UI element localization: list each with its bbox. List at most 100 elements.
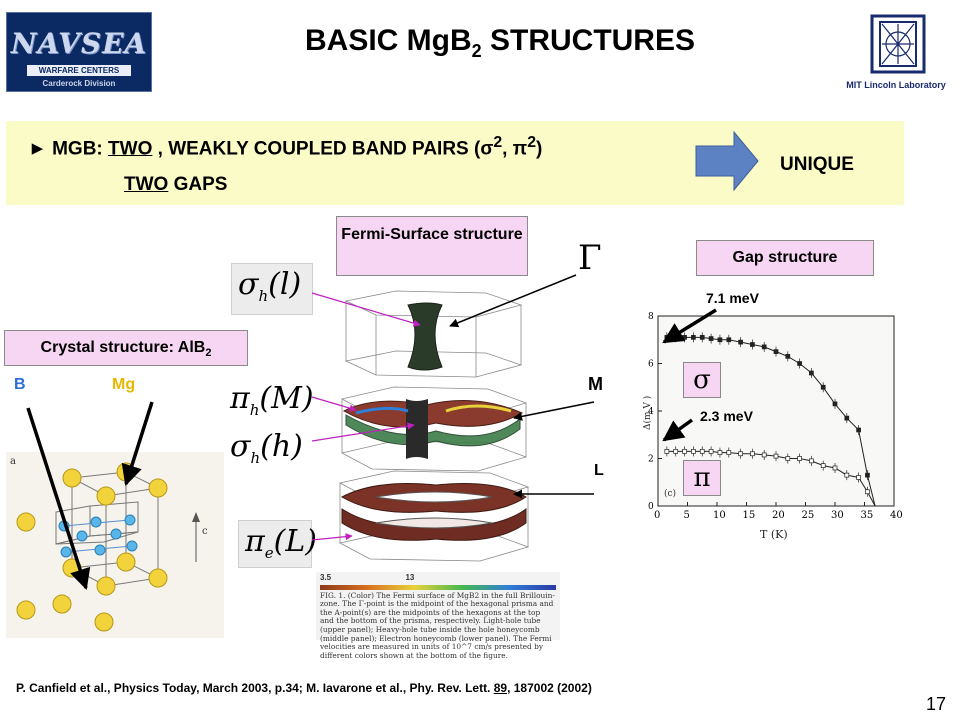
title-subscript: 2 [471, 41, 482, 61]
x-tick-label: 40 [890, 510, 903, 521]
data-point [844, 472, 850, 478]
colorbar-max: 13 [405, 573, 415, 582]
data-point [717, 337, 723, 343]
pi-l-equation: πe(L) [238, 520, 317, 568]
gap-structure-label: Gap structure [696, 240, 874, 276]
logo-word: NAVSEA [10, 27, 148, 60]
y-tick-label: 4 [648, 407, 654, 417]
line1-underlined: TWO [108, 138, 153, 160]
data-point [738, 339, 743, 345]
data-point [761, 452, 767, 458]
eq-argument: (l) [268, 267, 302, 302]
pi-m-equation: πh(M) [224, 378, 314, 422]
x-tick-label: 20 [772, 510, 785, 521]
data-point [691, 449, 696, 454]
line1-text-2: , π [502, 138, 528, 160]
x-tick-label: 0 [654, 510, 660, 521]
line2-text: GAPS [168, 174, 228, 195]
sigma-l-equation: σh(l) [231, 263, 313, 315]
unique-label: UNIQUE [780, 154, 854, 175]
data-point [797, 361, 802, 366]
data-point [785, 354, 791, 359]
data-point [664, 335, 670, 340]
data-point [773, 349, 779, 354]
eq-argument: (h) [260, 429, 303, 464]
data-point [809, 370, 814, 376]
line1-prefix: ► MGB: [28, 138, 109, 160]
y-tick-label: 6 [648, 360, 654, 370]
data-point [832, 401, 838, 407]
fermi-surface-label: Fermi-Surface structure [336, 216, 528, 276]
x-tick-label: 15 [743, 510, 756, 521]
data-point [664, 449, 670, 454]
line1-sup-1: 2 [493, 134, 503, 151]
caption-text: FIG. 1. (Color) The Fermi surface of MgB… [320, 590, 555, 660]
sigma-h-equation: σh(h) [224, 426, 312, 470]
eq-subscript: h [250, 449, 261, 467]
citation-volume: 89 [493, 681, 508, 695]
crystal-label-sub: 2 [205, 347, 212, 360]
citation-text: P. Canfield et al., Physics Today, March… [16, 681, 494, 695]
pi-band-label: π [683, 460, 721, 496]
line2-underlined: TWO [124, 174, 169, 195]
data-point [738, 451, 743, 457]
x-tick-label: 30 [831, 510, 844, 521]
data-point [708, 449, 714, 454]
line1-sup-2: 2 [527, 134, 537, 151]
data-point [682, 449, 687, 454]
eq-subscript: h [258, 287, 269, 305]
data-point [708, 336, 714, 341]
x-tick-label: 5 [684, 510, 690, 521]
right-arrow-icon [695, 130, 759, 192]
eq-argument: (L) [273, 524, 317, 559]
boron-label: B [14, 376, 26, 393]
y-tick-label: 0 [648, 502, 654, 512]
svg-text:c: c [202, 526, 208, 537]
data-point [820, 463, 826, 468]
sigma-band-label: σ [683, 362, 721, 398]
crystal-structure-label: Crystal structure: AlB2 [4, 330, 248, 366]
data-point [750, 342, 755, 347]
graph-y-label: Δ(m V ) [642, 396, 653, 430]
x-tick-label: 10 [713, 510, 726, 521]
data-point [726, 337, 732, 343]
data-point [844, 415, 850, 421]
x-tick-label: 35 [861, 510, 874, 521]
crystal-structure-figure: a c [6, 452, 224, 638]
eq-symbol: σ [238, 267, 259, 302]
data-point [797, 456, 802, 461]
navsea-logo: NAVSEA WARFARE CENTERS Carderock Divisio… [6, 12, 152, 92]
data-point [682, 335, 687, 340]
velocity-colorbar [320, 584, 556, 590]
slide-title: BASIC MgB2 STRUCTURES [230, 24, 770, 62]
gap-high-value: 7.1 meV [706, 290, 759, 306]
logo-subtitle: WARFARE CENTERS [27, 65, 131, 76]
data-point [699, 449, 705, 454]
data-point [673, 449, 679, 454]
eq-argument: (M) [259, 381, 314, 416]
data-point [856, 475, 861, 480]
data-point [856, 427, 861, 433]
summary-line-1: ► MGB: TWO , WEAKLY COUPLED BAND PAIRS (… [28, 134, 542, 160]
magnesium-label: Mg [112, 376, 136, 393]
data-point [865, 472, 870, 478]
y-tick-label: 2 [648, 455, 654, 465]
colorbar-min: 3.5 [320, 573, 332, 582]
fermi-figure-caption: 3.5 13 FIG. 1. (Color) The Fermi surface… [316, 572, 560, 660]
data-point [673, 335, 679, 340]
title-rest: STRUCTURES [481, 24, 695, 57]
point-m-label: M [588, 374, 603, 394]
data-point [761, 344, 767, 350]
summary-line-2: TWO GAPS [124, 174, 227, 196]
logo-division: Carderock Division [42, 79, 116, 88]
eq-subscript: h [249, 401, 260, 419]
title-main: BASIC MgB [304, 24, 472, 57]
gap-low-value: 2.3 meV [700, 408, 753, 424]
graph-x-label: T (K) [760, 528, 788, 541]
eq-subscript: e [264, 544, 274, 562]
eq-symbol: σ [230, 429, 251, 464]
graph-panel-tag: (c) [664, 488, 676, 499]
data-point [717, 450, 723, 455]
data-point [726, 450, 732, 455]
fermi-surface-figure [338, 290, 530, 562]
